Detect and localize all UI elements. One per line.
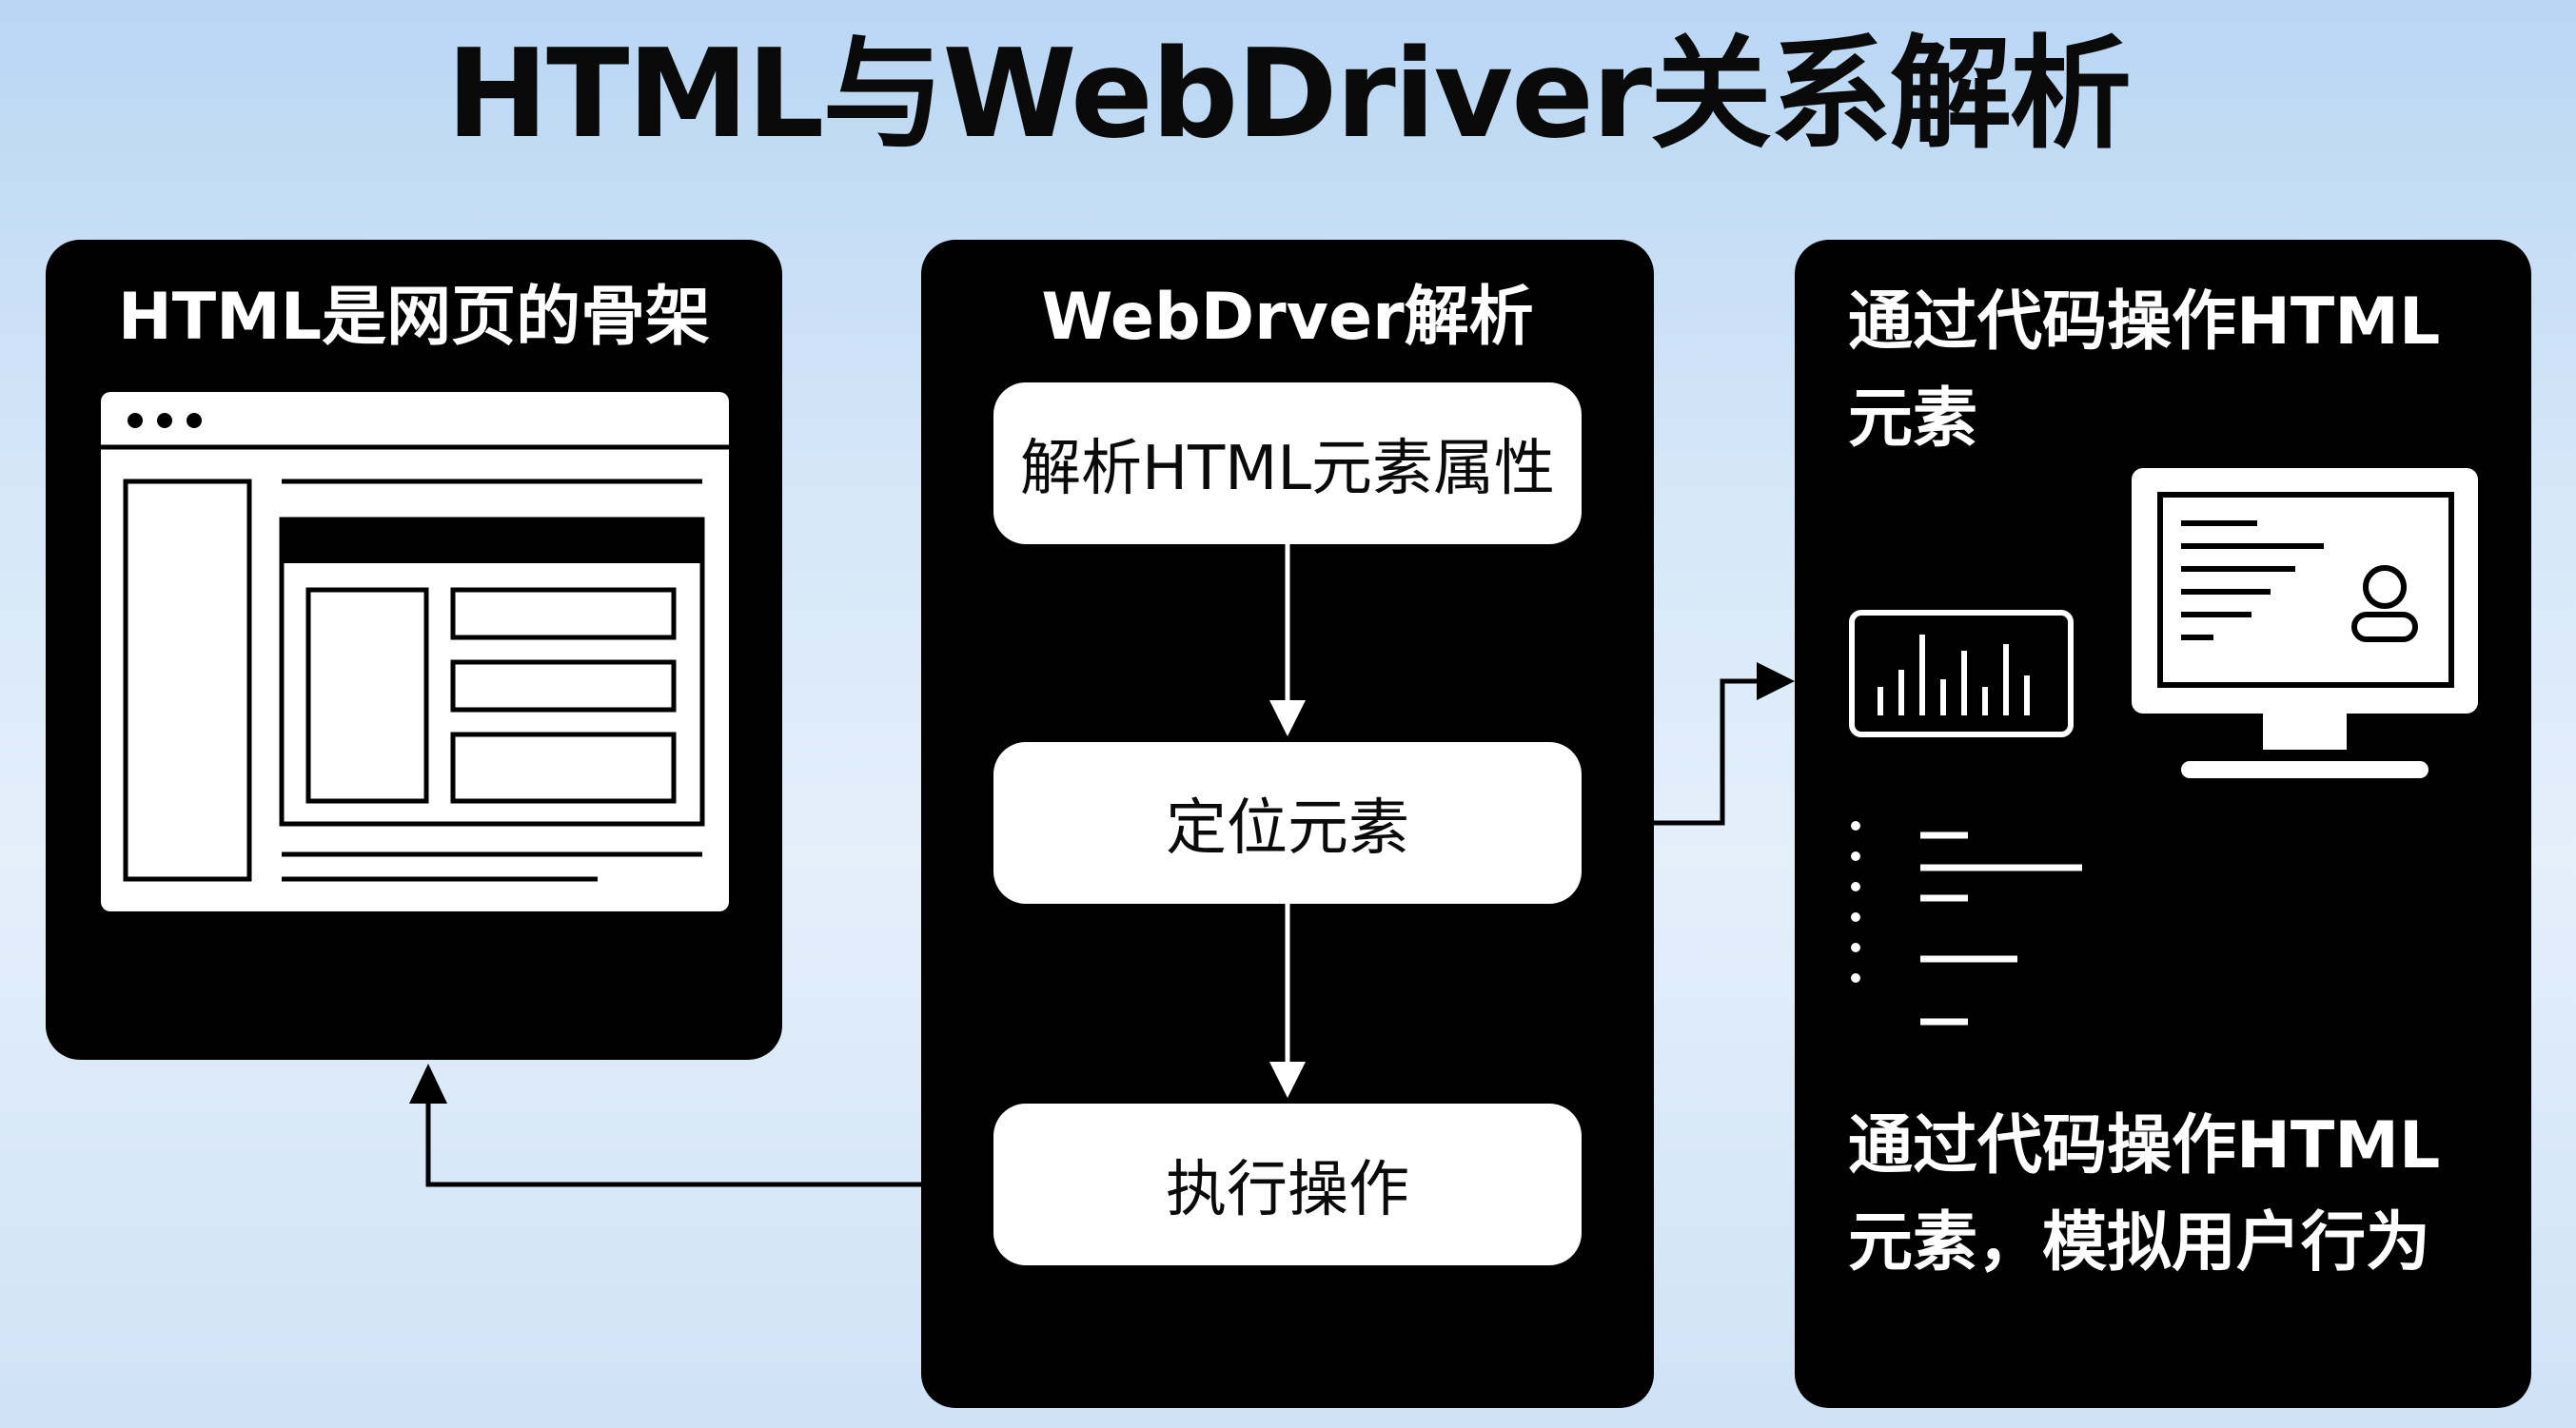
- html-skeleton-panel: HTML是网页的骨架: [46, 240, 782, 1060]
- bar-chart-icon: [1849, 610, 2074, 737]
- code-operate-illustration: [1849, 468, 2478, 1026]
- step-parse-attributes: 解析HTML元素属性: [993, 382, 1582, 544]
- step-locate-element: 定位元素: [993, 742, 1582, 904]
- page-title: HTML与WebDriver关系解析: [445, 24, 2132, 166]
- computer-monitor-icon: [2132, 468, 2478, 778]
- arrow-execute-to-html: [425, 1104, 921, 1187]
- webdriver-parse-panel: WebDrver解析 解析HTML元素属性 定位元素 执行操作: [921, 240, 1654, 1408]
- arrow-head-up: [409, 1064, 447, 1104]
- arrow-webdriver-to-code: [1654, 678, 1757, 826]
- webdriver-parse-heading: WebDrver解析: [1041, 280, 1534, 355]
- code-operate-heading: 通过代码操作HTML元素: [1848, 284, 2441, 457]
- html-skeleton-heading: HTML是网页的骨架: [117, 280, 711, 355]
- step-flow-arrows: [1269, 544, 1306, 1098]
- browser-window-wireframe-icon: [101, 392, 729, 911]
- code-operate-panel: 通过代码操作HTML元素: [1795, 240, 2531, 1408]
- step-execute-action: 执行操作: [993, 1104, 1582, 1265]
- list-lines-icon: [1851, 821, 2082, 1026]
- arrow-head-right: [1757, 662, 1795, 700]
- code-operate-description: 通过代码操作HTML元素，模拟用户行为: [1848, 1108, 2441, 1281]
